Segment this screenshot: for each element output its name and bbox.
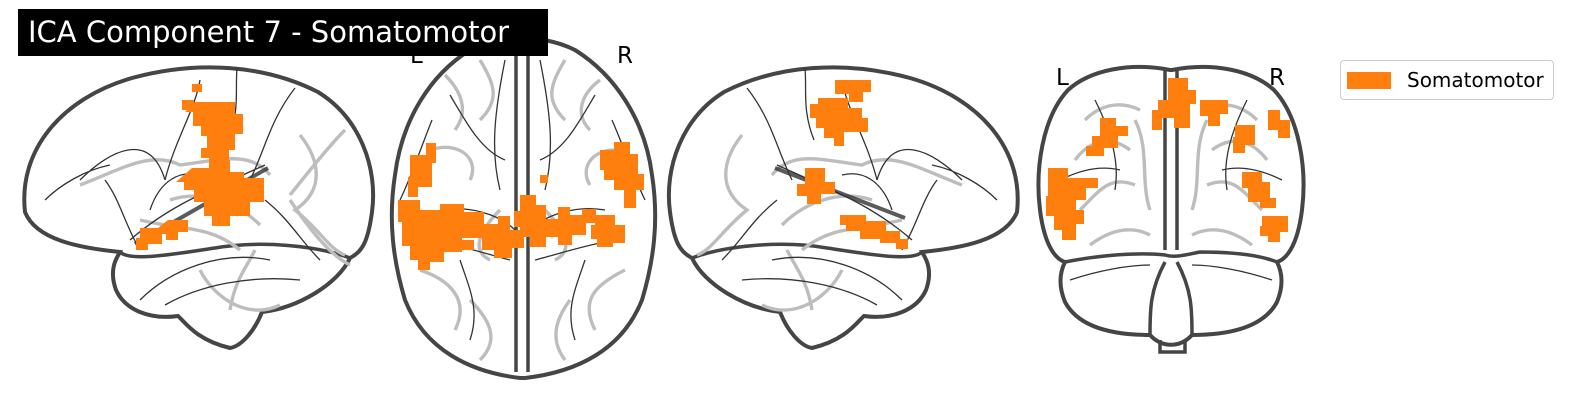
activation-cluster <box>398 142 644 270</box>
activation-cluster <box>1046 78 1290 242</box>
axial-right-label: R <box>617 43 633 69</box>
coronal-view <box>1036 64 1306 354</box>
axial-view <box>389 35 658 380</box>
activation-cluster <box>136 84 264 250</box>
figure-title: ICA Component 7 - Somatomotor <box>18 9 548 56</box>
legend: Somatomotor <box>1340 60 1554 100</box>
legend-label: Somatomotor <box>1407 68 1544 92</box>
activation-cluster <box>797 80 908 249</box>
sagittal-right-view <box>666 65 1020 351</box>
sagittal-left-view <box>22 65 376 351</box>
coronal-right-label: R <box>1269 65 1285 91</box>
coronal-left-label: L <box>1056 65 1069 91</box>
legend-swatch <box>1347 72 1391 89</box>
